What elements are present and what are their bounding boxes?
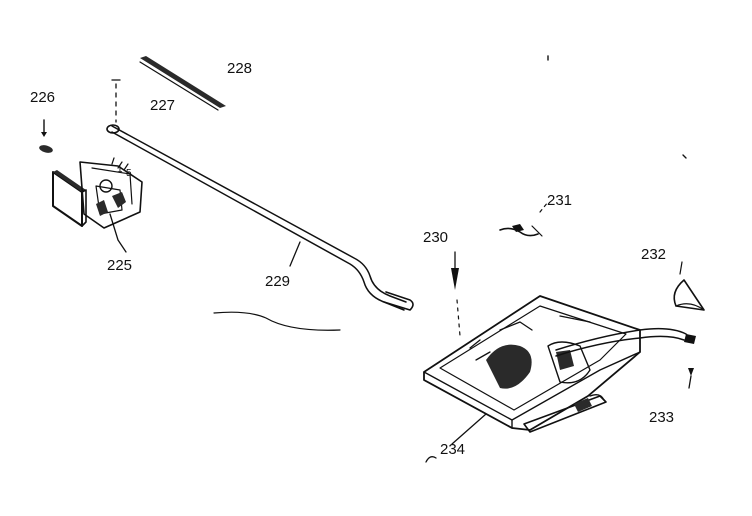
part-231-clip (499, 201, 549, 237)
part-228-strip (139, 56, 226, 111)
label-232: 232 (641, 246, 666, 263)
part-234-tray-assembly (423, 295, 696, 445)
label-229: 229 (265, 273, 290, 290)
label-231: 231 (547, 192, 572, 209)
loose-curve (213, 311, 341, 331)
label-226: 226 (30, 89, 55, 106)
part-230-leader (451, 251, 461, 337)
part-225-switch-assembly: 1 5 (52, 157, 143, 253)
label-225: 225 (107, 257, 132, 274)
stray-marks (425, 55, 687, 463)
svg-text:1: 1 (117, 164, 123, 175)
label-228: 228 (227, 60, 252, 77)
part-229-rod (106, 124, 414, 311)
label-227: 227 (150, 97, 175, 114)
part-227-leader (111, 79, 121, 123)
part-233-leader (688, 368, 694, 389)
part-232-cap (673, 261, 705, 311)
part-226-pin (39, 119, 53, 153)
label-230: 230 (423, 229, 448, 246)
label-234: 234 (440, 441, 465, 458)
svg-text:5: 5 (126, 168, 132, 179)
label-233: 233 (649, 409, 674, 426)
